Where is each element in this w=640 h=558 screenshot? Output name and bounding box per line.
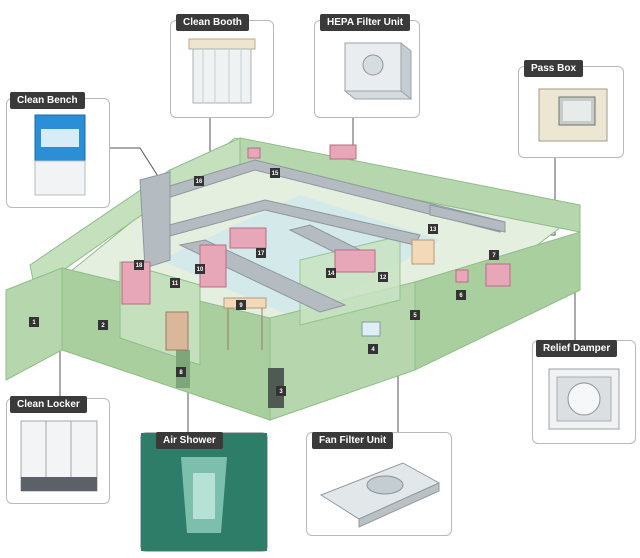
- svg-text:17: 17: [258, 251, 265, 257]
- marker-8: 8: [176, 367, 186, 377]
- clean-locker-panel: [6, 398, 110, 504]
- hepa-filter-panel: [314, 20, 420, 118]
- fan-filter-unit-1: [229, 227, 267, 249]
- clean-bench-panel: [6, 98, 110, 208]
- svg-text:18: 18: [136, 263, 143, 269]
- relief-damper-unit: [455, 269, 469, 283]
- svg-text:11: 11: [172, 281, 179, 287]
- marker-15: 15: [270, 168, 280, 178]
- relief-damper-image: [548, 368, 620, 430]
- svg-text:6: 6: [459, 293, 463, 299]
- clean-booth-image: [188, 38, 256, 104]
- relief-damper-label: Relief Damper: [536, 340, 618, 357]
- pass-box-unit: [485, 263, 511, 287]
- svg-text:10: 10: [197, 267, 204, 273]
- pass-box-label: Pass Box: [524, 60, 584, 77]
- clean-booth-panel: [170, 20, 274, 118]
- marker-16: 16: [194, 176, 204, 186]
- svg-text:8: 8: [179, 370, 183, 376]
- relief-damper-panel: [532, 340, 636, 444]
- marker-6: 6: [456, 290, 466, 300]
- clean-locker-image: [20, 420, 98, 492]
- marker-17: 17: [256, 248, 266, 258]
- pass-box-image: [538, 88, 608, 142]
- fan-filter-unit-2: [334, 249, 376, 273]
- hepa-filter-label: HEPA Filter Unit: [320, 14, 411, 31]
- svg-text:4: 4: [371, 347, 375, 353]
- air-shower-image: [141, 433, 267, 551]
- marker-4: 4: [368, 344, 378, 354]
- svg-text:12: 12: [380, 275, 387, 281]
- number-markers: 1 2 3 4 5 6 7 8 9 10 11 12 13 14 15 16 1…: [29, 168, 499, 396]
- marker-5: 5: [410, 310, 420, 320]
- clean-locker-label: Clean Locker: [10, 396, 87, 413]
- hepa-box: [329, 144, 357, 160]
- marker-7: 7: [489, 250, 499, 260]
- svg-text:16: 16: [196, 179, 203, 185]
- pass-box-panel: [518, 66, 624, 158]
- marker-10: 10: [195, 264, 205, 274]
- fan-filter-label: Fan Filter Unit: [312, 432, 394, 449]
- air-shower-panel: [140, 432, 268, 552]
- air-shower-unit: [165, 311, 189, 351]
- fan-filter-panel: [306, 432, 452, 536]
- marker-1: 1: [29, 317, 39, 327]
- marker-9: 9: [236, 300, 246, 310]
- marker-14: 14: [326, 268, 336, 278]
- svg-text:5: 5: [413, 313, 417, 319]
- fan-filter-image: [319, 462, 441, 528]
- svg-text:3: 3: [279, 389, 283, 395]
- marker-12: 12: [378, 272, 388, 282]
- clean-bench-image: [34, 114, 86, 196]
- svg-text:15: 15: [272, 171, 279, 177]
- svg-text:7: 7: [492, 253, 496, 259]
- marker-18: 18: [134, 260, 144, 270]
- svg-text:2: 2: [101, 323, 105, 329]
- clean-bench-label: Clean Bench: [10, 92, 85, 109]
- svg-text:1: 1: [32, 320, 36, 326]
- air-shower-label: Air Shower: [156, 432, 223, 449]
- svg-text:13: 13: [430, 227, 437, 233]
- svg-text:14: 14: [328, 271, 335, 277]
- marker-11: 11: [170, 278, 180, 288]
- hepa-filter-image: [343, 41, 413, 101]
- svg-text:9: 9: [239, 303, 243, 309]
- clean-booth-label: Clean Booth: [176, 14, 249, 31]
- marker-2: 2: [98, 320, 108, 330]
- marker-3: 3: [276, 386, 286, 396]
- marker-13: 13: [428, 224, 438, 234]
